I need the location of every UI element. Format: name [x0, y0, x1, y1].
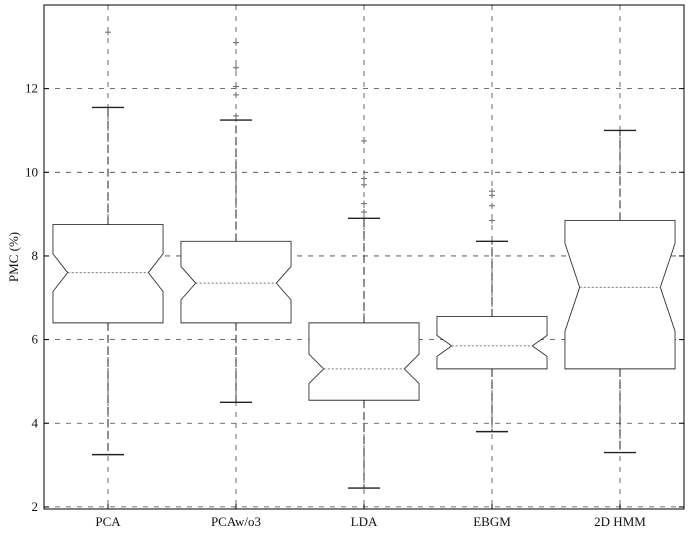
box-body: [308, 322, 420, 401]
y-tick-label: 10: [25, 164, 38, 179]
outlier-point: [361, 209, 367, 216]
box-body: [180, 240, 292, 324]
outlier-point: [489, 202, 495, 209]
outlier-point: [233, 39, 239, 46]
box-pcaw-o3: [180, 39, 292, 404]
x-tick-label: LDA: [351, 514, 378, 529]
box-ebgm: [436, 188, 548, 433]
x-tick-label: PCA: [95, 514, 121, 529]
box-2d-hmm: [564, 129, 676, 454]
box-pca: [52, 29, 164, 456]
y-axis-label: PMC (%): [6, 232, 21, 282]
y-tick-label: 2: [32, 499, 39, 514]
y-tick-label: 4: [32, 415, 39, 430]
y-axis-ticks: 2 4 6 8 10 12: [25, 81, 684, 514]
x-axis-ticks: PCA PCAw/o3 LDA EBGM 2D HMM: [95, 504, 646, 529]
outlier-point: [233, 83, 239, 90]
outlier-point: [361, 200, 367, 207]
x-tick-label: EBGM: [473, 514, 511, 529]
x-tick-label: PCAw/o3: [211, 514, 261, 529]
y-tick-label: 8: [32, 248, 39, 263]
x-tick-label: 2D HMM: [594, 514, 646, 529]
outlier-point: [233, 64, 239, 71]
y-tick-label: 6: [32, 332, 39, 347]
outlier-point: [361, 181, 367, 188]
outlier-point: [105, 29, 111, 36]
outlier-point: [489, 217, 495, 224]
box-body: [564, 219, 676, 370]
y-tick-label: 12: [25, 81, 38, 96]
outlier-point: [361, 175, 367, 182]
box-lda: [308, 137, 420, 489]
outlier-point: [233, 91, 239, 98]
outlier-point: [361, 137, 367, 144]
outlier-point: [489, 188, 495, 195]
outlier-point: [233, 112, 239, 119]
box-series: [52, 29, 676, 489]
box-body: [436, 316, 548, 370]
box-body: [52, 224, 164, 324]
